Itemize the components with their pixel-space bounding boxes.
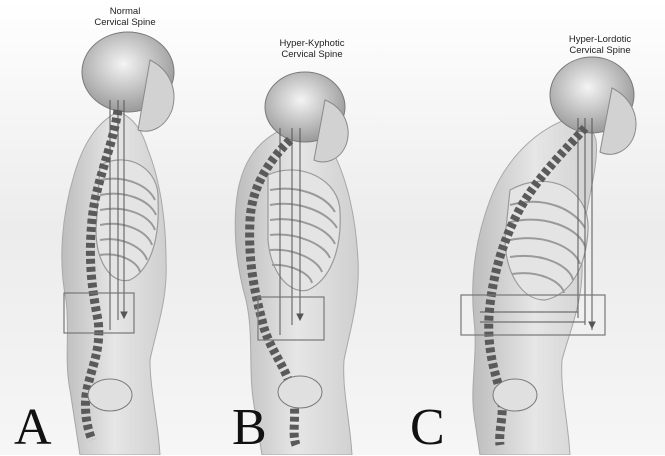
panel-c-letter: C	[410, 402, 445, 454]
panel-a-letter: A	[14, 402, 52, 454]
figure-c-pelvis	[493, 379, 537, 411]
panel-a-title-line1: Normal	[80, 6, 170, 17]
panel-a-title: Normal Cervical Spine	[80, 6, 170, 28]
panel-b-title-line1: Hyper-Kyphotic	[262, 38, 362, 49]
panel-b-letter: B	[232, 402, 267, 454]
panel-c-title-line1: Hyper-Lordotic	[545, 34, 655, 45]
panel-b-title: Hyper-Kyphotic Cervical Spine	[262, 38, 362, 60]
panel-b-title-line2: Cervical Spine	[262, 49, 362, 60]
panel-c-title: Hyper-Lordotic Cervical Spine	[545, 34, 655, 56]
panel-c-title-line2: Cervical Spine	[545, 45, 655, 56]
figure-b-pelvis	[278, 376, 322, 408]
figure-a-pelvis	[88, 379, 132, 411]
panel-a-title-line2: Cervical Spine	[80, 17, 170, 28]
